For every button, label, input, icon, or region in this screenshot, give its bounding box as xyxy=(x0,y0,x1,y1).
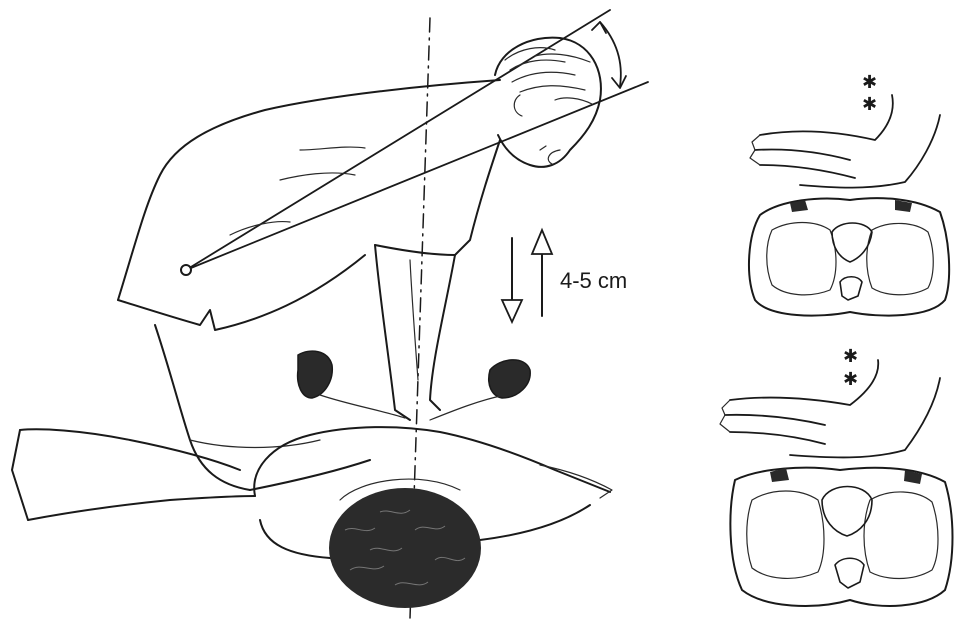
hands-top xyxy=(755,95,940,188)
hands-bottom-fingers xyxy=(720,400,730,432)
sternum-bottom xyxy=(770,468,922,484)
thorax-inner-right-b xyxy=(864,492,938,579)
thorax-inner-left xyxy=(767,223,836,295)
thorax-outline-bottom xyxy=(730,468,952,606)
depth-label: 4-5 cm xyxy=(560,268,627,293)
rescuer-thigh xyxy=(155,325,250,490)
chest-section-compressed: ✱ ✱ xyxy=(749,72,949,316)
rescuer-arm-inner xyxy=(410,260,418,380)
rescuer-left-arm xyxy=(375,245,410,420)
down-arrow-head xyxy=(502,300,522,322)
up-arrow-head xyxy=(532,230,552,254)
rescuer-hair xyxy=(505,48,592,104)
rescuer-ear xyxy=(514,95,522,116)
rescuer-front-torso xyxy=(375,140,500,255)
reference-line-lower xyxy=(186,82,648,270)
victim-head-hair xyxy=(329,488,481,608)
star-marker-3: ✱ xyxy=(843,346,858,367)
victim-foot xyxy=(12,430,28,520)
sternum-top xyxy=(790,200,912,212)
angle-arc xyxy=(600,22,621,86)
rescuer-head xyxy=(495,38,601,167)
compression-arrows xyxy=(502,230,552,322)
thorax-inner-right xyxy=(867,223,934,294)
star-marker-1: ✱ xyxy=(862,72,877,93)
victim-arm-right xyxy=(540,465,612,498)
rescuer-face xyxy=(540,146,560,164)
rescuer-shin xyxy=(250,460,370,490)
angle-arrow-head-top xyxy=(592,22,606,33)
hip-pivot-point xyxy=(181,265,191,275)
victim-collar xyxy=(320,395,505,420)
heart-top xyxy=(832,223,872,262)
rescuer-right-arm xyxy=(430,255,455,410)
rescuer-calf xyxy=(190,440,320,448)
rescuer-left-shoe xyxy=(298,351,333,398)
rescuer-shirt-bottom xyxy=(118,255,365,330)
rescuer-illustration: 4-5 cm xyxy=(12,10,648,618)
reference-line-upper xyxy=(186,10,610,270)
chest-section-released: ✱ ✱ xyxy=(720,346,953,606)
victim-torso-outline xyxy=(254,427,610,496)
hands-bottom xyxy=(725,360,940,457)
rescuer-right-shoe xyxy=(489,360,530,398)
thorax-outline-top xyxy=(749,198,949,315)
star-marker-2: ✱ xyxy=(862,94,877,115)
star-marker-4: ✱ xyxy=(843,369,858,390)
spine-bottom xyxy=(835,558,864,588)
shirt-fold-2 xyxy=(300,147,365,150)
angle-arrow-head-bottom xyxy=(612,76,626,88)
victim-legs xyxy=(20,429,255,520)
thorax-inner-left-b xyxy=(747,491,824,578)
spine-top xyxy=(840,277,862,300)
